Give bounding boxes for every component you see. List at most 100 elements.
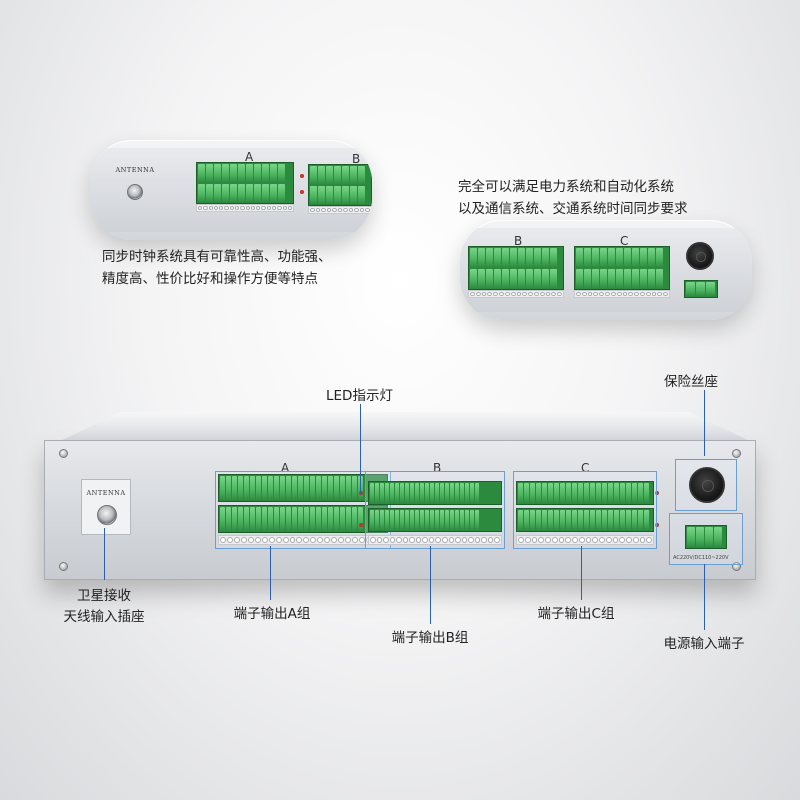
terminal-pin	[624, 268, 631, 288]
terminal-pin	[518, 248, 525, 267]
group-b-letter: B	[433, 461, 442, 475]
callout-group-b-line	[430, 546, 431, 624]
antenna-input-panel: ANTENNA	[81, 479, 131, 535]
terminal-pin	[410, 483, 414, 503]
terminal-pin	[304, 476, 309, 500]
terminal-pin	[616, 248, 623, 267]
terminal-pin	[268, 507, 273, 531]
terminal-pin	[328, 507, 333, 531]
terminal-pin	[510, 248, 517, 267]
terminal-pin	[370, 510, 374, 530]
terminal-block-b-top	[368, 481, 502, 505]
terminal-pin	[614, 510, 619, 530]
terminal-pin	[358, 166, 365, 184]
terminal-number-cell	[572, 537, 578, 543]
terminal-pin	[548, 510, 553, 530]
terminal-pin	[600, 268, 607, 288]
terminal-pin	[430, 483, 434, 503]
terminal-pin	[542, 248, 549, 267]
caption-right: 完全可以满足电力系统和自动化系统 以及通信系统、交通系统时间同步要求	[458, 176, 688, 220]
terminal-pin	[608, 510, 613, 530]
bubble-antenna-connector	[127, 184, 143, 200]
terminal-pin	[616, 268, 623, 288]
terminal-number-cell	[545, 537, 551, 543]
terminal-pin	[220, 507, 225, 531]
terminal-pin	[560, 510, 565, 530]
power-input-terminal[interactable]	[685, 525, 727, 549]
terminal-pin	[385, 510, 389, 530]
terminal-number-cell	[287, 206, 293, 210]
terminal-pin	[298, 476, 303, 500]
terminal-number-cell	[275, 537, 282, 543]
terminal-pin	[334, 166, 341, 184]
terminal-pin	[328, 476, 333, 500]
terminal-number-cell	[481, 537, 487, 543]
terminal-number-cell	[234, 206, 240, 210]
terminal-number-cell	[565, 537, 571, 543]
terminal-pin	[445, 510, 449, 530]
terminal-pin	[602, 483, 607, 503]
terminal-pin	[274, 476, 279, 500]
terminal-block-a-bottom	[218, 505, 388, 533]
terminal-number-cell	[468, 537, 474, 543]
terminal-number-cell	[303, 537, 310, 543]
terminal-number-cell	[219, 206, 224, 210]
antenna-label: ANTENNA	[86, 489, 126, 497]
terminal-pin	[656, 248, 663, 267]
terminal-pin	[340, 507, 345, 531]
terminal-number-cell	[551, 292, 557, 296]
terminal-pin	[238, 164, 245, 182]
terminal-number-cell	[626, 537, 632, 543]
terminal-pin	[584, 510, 589, 530]
terminal-pin	[602, 510, 607, 530]
terminal-pin	[624, 248, 631, 267]
terminal-number-cell	[282, 537, 289, 543]
fuse-holder[interactable]	[689, 467, 725, 503]
terminal-pin	[342, 185, 349, 204]
terminal-number-cell	[354, 208, 359, 212]
terminal-pin	[510, 268, 517, 288]
terminal-pin	[608, 268, 615, 288]
terminal-pin	[706, 282, 715, 296]
terminal-pin	[340, 476, 345, 500]
terminal-pin	[318, 185, 325, 204]
terminal-pin	[524, 483, 529, 503]
terminal-number-cell	[545, 292, 551, 296]
terminal-pin	[274, 507, 279, 531]
bubble2-number-strip-c	[574, 290, 670, 298]
terminal-number-cell	[435, 537, 442, 543]
terminal-number-cell	[455, 537, 461, 543]
terminal-number-cell	[531, 537, 538, 543]
terminal-pin	[590, 510, 595, 530]
terminal-pin	[620, 483, 625, 503]
terminal-pin	[318, 166, 325, 184]
terminal-pin	[530, 483, 535, 503]
antenna-connector[interactable]	[97, 505, 117, 525]
terminal-number-cell	[233, 537, 240, 543]
terminal-number-cell	[415, 537, 422, 543]
caption-left-line-2: 精度高、性价比好和操作方便等特点	[102, 271, 318, 287]
terminal-number-cell	[266, 206, 271, 210]
terminal-number-cell	[370, 537, 376, 543]
terminal-pin	[450, 510, 454, 530]
terminal-pin	[626, 510, 631, 530]
terminal-pin	[600, 248, 607, 267]
terminal-number-cell	[229, 206, 234, 210]
terminal-pin	[632, 510, 637, 530]
callout-group-b-label: 端子输出B组	[391, 630, 469, 646]
terminal-pin	[455, 483, 459, 503]
terminal-number-cell	[409, 537, 415, 543]
terminal-number-cell	[599, 292, 605, 296]
terminal-pin	[554, 510, 559, 530]
terminal-pin	[316, 476, 321, 500]
terminal-number-cell	[332, 208, 337, 212]
terminal-number-cell	[383, 537, 389, 543]
terminal-pin	[460, 510, 464, 530]
terminal-pin	[222, 183, 229, 202]
terminal-number-cell	[261, 537, 268, 543]
terminal-number-cell	[593, 292, 599, 296]
terminal-number-cell	[651, 292, 657, 296]
terminal-pin	[470, 510, 474, 530]
bubble-number-strip-a	[196, 204, 294, 212]
terminal-pin	[380, 510, 384, 530]
